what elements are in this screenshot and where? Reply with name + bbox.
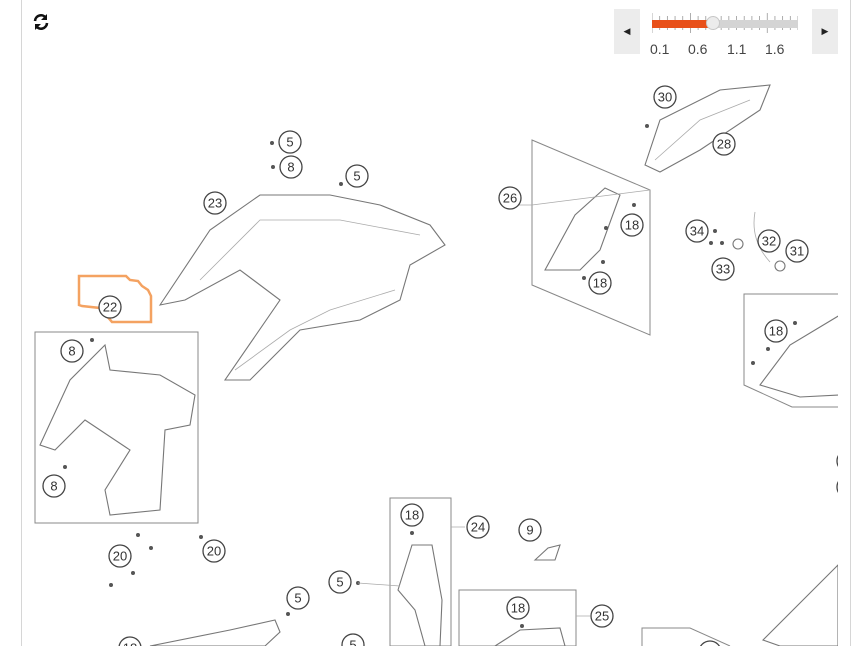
svg-text:5: 5 bbox=[336, 575, 343, 590]
svg-text:23: 23 bbox=[208, 196, 222, 211]
svg-text:33: 33 bbox=[716, 262, 730, 277]
callout-9[interactable]: 9 bbox=[518, 518, 542, 542]
svg-text:18: 18 bbox=[769, 324, 783, 339]
svg-text:30: 30 bbox=[658, 90, 672, 105]
callout-18[interactable]: 18 bbox=[764, 319, 788, 343]
callout-8[interactable]: 8 bbox=[60, 339, 84, 363]
callout-18[interactable]: 18 bbox=[400, 503, 424, 527]
part-22-shape[interactable] bbox=[39, 343, 196, 516]
svg-text:18: 18 bbox=[593, 276, 607, 291]
callout-34[interactable]: 34 bbox=[685, 219, 709, 243]
part-25-box bbox=[458, 589, 577, 646]
caret-left-icon: ◀ bbox=[623, 26, 631, 36]
svg-text:9: 9 bbox=[526, 523, 533, 538]
callout-22[interactable]: 22 bbox=[98, 295, 122, 319]
viewer-left-border bbox=[21, 0, 22, 646]
callout-5[interactable]: 5 bbox=[345, 164, 369, 188]
callout-18[interactable]: 18 bbox=[506, 596, 530, 620]
callout-30[interactable]: 30 bbox=[653, 85, 677, 109]
part-28-shape[interactable] bbox=[644, 84, 771, 173]
tick-label: 1.1 bbox=[727, 41, 747, 57]
svg-text:18: 18 bbox=[405, 508, 419, 523]
slider-tick-labels: 0.1 0.6 1.1 1.6 bbox=[650, 41, 810, 57]
caret-right-icon: ▶ bbox=[821, 26, 829, 36]
svg-text:5: 5 bbox=[286, 135, 293, 150]
refresh-button[interactable] bbox=[31, 12, 51, 32]
callout-33[interactable]: 33 bbox=[711, 257, 735, 281]
svg-text:28: 28 bbox=[717, 137, 731, 152]
callout-8[interactable]: 8 bbox=[42, 474, 66, 498]
callout-20[interactable]: 20 bbox=[108, 544, 132, 568]
callout-26[interactable]: 26 bbox=[498, 186, 522, 210]
part-26-box bbox=[531, 139, 651, 336]
zoom-in-button[interactable]: ▶ bbox=[812, 9, 838, 54]
svg-text:18: 18 bbox=[511, 601, 525, 616]
tick-label: 1.6 bbox=[765, 41, 785, 57]
svg-text:18: 18 bbox=[625, 218, 639, 233]
refresh-icon bbox=[33, 14, 49, 30]
fasteners bbox=[63, 124, 797, 628]
svg-text:24: 24 bbox=[471, 520, 485, 535]
svg-text:8: 8 bbox=[50, 479, 57, 494]
zoom-slider-widget: ◀ 0.1 0.6 1.1 1.6 ▶ bbox=[614, 9, 839, 57]
callout-28[interactable]: 28 bbox=[712, 132, 736, 156]
callout-5[interactable]: 5 bbox=[286, 586, 310, 610]
part-23-shape[interactable] bbox=[158, 194, 446, 381]
callout-31[interactable]: 31 bbox=[785, 239, 809, 263]
callout-25[interactable]: 25 bbox=[590, 604, 614, 628]
zoom-out-button[interactable]: ◀ bbox=[614, 9, 640, 54]
svg-text:31: 31 bbox=[790, 244, 804, 259]
callout-5[interactable]: 5 bbox=[341, 633, 365, 646]
part-26-shape[interactable] bbox=[544, 187, 621, 271]
svg-text:32: 32 bbox=[762, 234, 776, 249]
callout-partial[interactable] bbox=[699, 640, 721, 646]
callout-18[interactable]: 18 bbox=[588, 271, 612, 295]
zoom-slider-thumb[interactable] bbox=[706, 16, 721, 30]
svg-text:22: 22 bbox=[103, 300, 117, 315]
svg-text:20: 20 bbox=[207, 544, 221, 559]
callout-24[interactable]: 24 bbox=[466, 515, 490, 539]
viewer-right-border bbox=[850, 0, 851, 646]
zoom-slider-fill bbox=[652, 20, 714, 28]
tick-label: 0.6 bbox=[688, 41, 708, 57]
callout-partial[interactable] bbox=[836, 476, 850, 498]
part-22-box bbox=[34, 331, 199, 524]
callout-5[interactable]: 5 bbox=[328, 570, 352, 594]
svg-text:26: 26 bbox=[503, 191, 517, 206]
zoom-slider-track[interactable] bbox=[652, 16, 798, 30]
callout-20[interactable]: 20 bbox=[202, 539, 226, 563]
callout-18[interactable]: 18 bbox=[620, 213, 644, 237]
part-24-shape[interactable] bbox=[397, 544, 443, 646]
callout-23[interactable]: 23 bbox=[203, 191, 227, 215]
callout-32[interactable]: 32 bbox=[757, 229, 781, 253]
part-18-box bbox=[743, 293, 838, 408]
callout-8[interactable]: 8 bbox=[279, 155, 303, 179]
svg-text:5: 5 bbox=[349, 638, 356, 646]
part-24-box bbox=[389, 497, 452, 646]
svg-text:8: 8 bbox=[68, 344, 75, 359]
callout-5[interactable]: 5 bbox=[278, 130, 302, 154]
svg-text:25: 25 bbox=[595, 609, 609, 624]
svg-text:5: 5 bbox=[294, 591, 301, 606]
svg-text:34: 34 bbox=[690, 224, 704, 239]
callout-partial[interactable] bbox=[836, 450, 850, 472]
svg-text:18: 18 bbox=[123, 641, 137, 646]
tick-label: 0.1 bbox=[650, 41, 670, 57]
svg-text:5: 5 bbox=[353, 169, 360, 184]
callout-18[interactable]: 18 bbox=[118, 636, 142, 646]
svg-text:20: 20 bbox=[113, 549, 127, 564]
svg-text:8: 8 bbox=[287, 160, 294, 175]
